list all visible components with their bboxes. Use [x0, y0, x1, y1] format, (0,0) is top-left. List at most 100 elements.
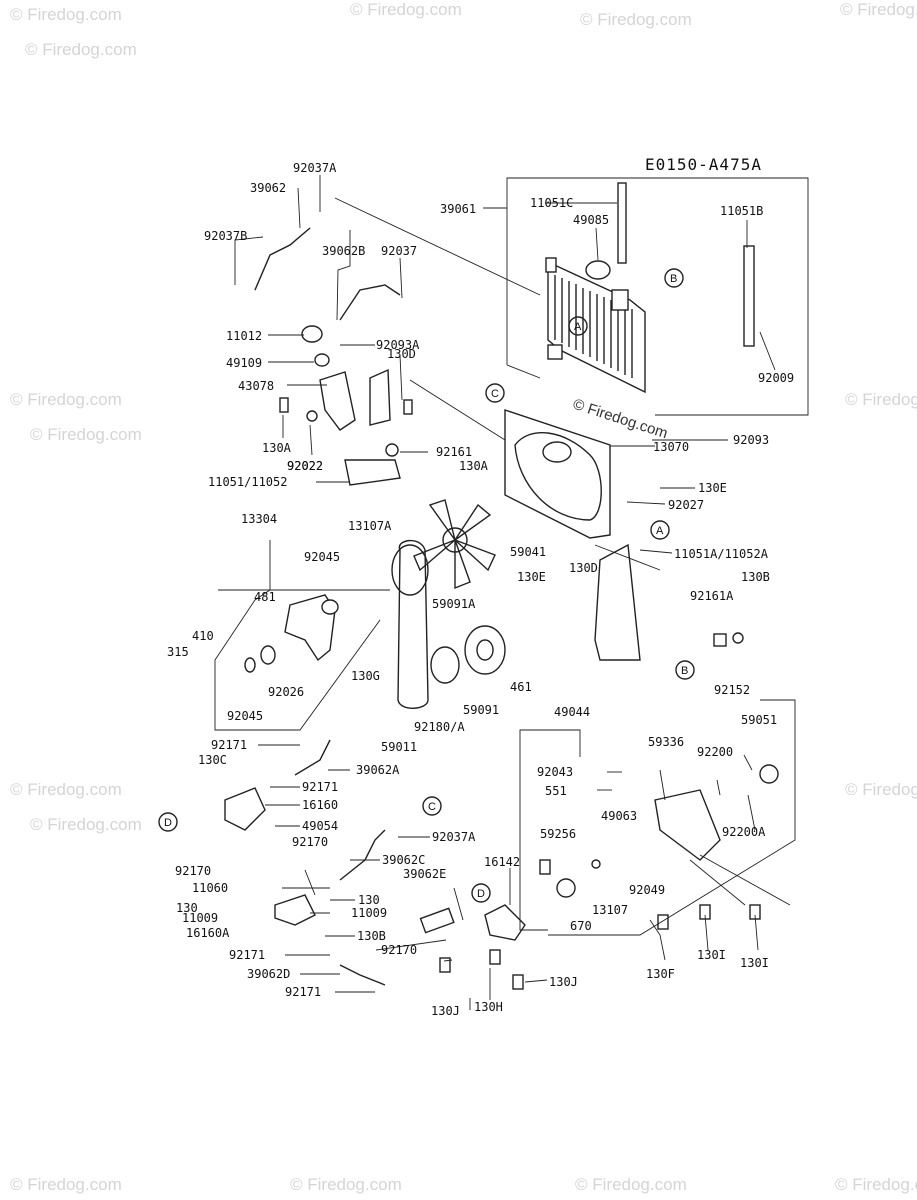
watermark: © Firedog.com	[10, 390, 122, 409]
part-label: 39062	[250, 181, 286, 195]
part-label: 39062E	[403, 867, 446, 881]
part-label: 461	[510, 680, 532, 694]
part-label: 92161A	[690, 589, 734, 603]
part-label: 39062B	[322, 244, 365, 258]
part-label: 92093	[733, 433, 769, 447]
part-label: 39062C	[382, 853, 425, 867]
ref-letter-c: C	[491, 388, 499, 400]
part-label: 92152	[714, 683, 750, 697]
part-label: 11060	[192, 881, 228, 895]
part-label: 130J	[431, 1004, 460, 1018]
part-label: 16160A	[186, 926, 230, 940]
part-label: 59336	[648, 735, 684, 749]
part-label: 92171	[285, 985, 321, 999]
ref-letter-b: B	[681, 665, 688, 677]
part-label: 92037A	[293, 161, 337, 175]
radiator-group-frame	[483, 177, 809, 416]
part-label: 315	[167, 645, 189, 659]
part-label: 551	[545, 784, 567, 798]
part-label: 92037B	[204, 229, 247, 243]
ref-letter-d: D	[477, 888, 485, 900]
part-label: 92037A	[432, 830, 476, 844]
watermark: © Firedog.com	[10, 780, 122, 799]
part-label: 92049	[629, 883, 665, 897]
part-label: 92026	[268, 685, 304, 699]
part-label: 92093A	[376, 338, 420, 352]
watermark: © Firedog.com	[840, 0, 917, 19]
part-label: 92171	[211, 738, 247, 752]
part-label: 13304	[241, 512, 277, 526]
part-label: 16160	[302, 798, 338, 812]
watermarks: © Firedog.com © Firedog.com © Firedog.co…	[10, 0, 917, 1194]
watermark: © Firedog.com	[580, 10, 692, 29]
part-label: 11009	[182, 911, 218, 925]
part-label: 92161	[436, 445, 472, 459]
watermark: © Firedog.com	[290, 1175, 402, 1194]
hose-illustration	[254, 227, 455, 986]
part-label: 39062D	[247, 967, 290, 981]
part-label: 92170	[381, 943, 417, 957]
part-label: 92045	[304, 550, 340, 564]
fan-belt-illustration	[391, 539, 429, 709]
part-label: 130D	[569, 561, 598, 575]
part-label: 130C	[198, 753, 227, 767]
part-label: 39061	[440, 202, 476, 216]
part-label: 130G	[351, 669, 380, 683]
part-label: 11051/11052	[208, 475, 287, 489]
part-label: 11051C	[530, 196, 573, 210]
part-label: 11051A/11052A	[674, 547, 769, 561]
pulley-illustration	[430, 625, 506, 684]
small-parts-illustration	[244, 182, 761, 990]
watermark: © Firedog.com	[10, 5, 122, 24]
part-label: 92170	[175, 864, 211, 878]
part-label: 39062A	[356, 763, 400, 777]
part-label: 49054	[302, 819, 338, 833]
watermark-center: © Firedog.com	[571, 396, 670, 443]
part-label: 92171	[229, 948, 265, 962]
part-label: 13107A	[348, 519, 392, 533]
watermark: © Firedog.com	[845, 390, 917, 409]
part-label: 92045	[227, 709, 263, 723]
part-label: 49063	[601, 809, 637, 823]
part-label: 59091	[463, 703, 499, 717]
part-label: 670	[570, 919, 592, 933]
part-label: 130	[358, 893, 380, 907]
part-label: 11012	[226, 329, 262, 343]
part-label: 92200	[697, 745, 733, 759]
part-label: 11051B	[720, 204, 763, 218]
part-label: 130B	[357, 929, 386, 943]
watermark: © Firedog.com	[10, 1175, 122, 1194]
ref-letter-a: A	[656, 525, 664, 537]
diagram-code: E0150-A475A	[645, 155, 762, 174]
part-label: 92022	[287, 459, 323, 473]
watermark: © Firedog.com	[845, 780, 917, 799]
ref-letter-b: B	[670, 273, 677, 285]
watermark: © Firedog.com	[575, 1175, 687, 1194]
watermark: © Firedog.com	[30, 815, 142, 834]
radiator-illustration	[545, 257, 646, 394]
part-label: 13070	[653, 440, 689, 454]
part-label: 59041	[510, 545, 546, 559]
part-label: 92009	[758, 371, 794, 385]
part-label: 92043	[537, 765, 573, 779]
part-label: 481	[254, 590, 276, 604]
ref-letter-c: C	[428, 801, 436, 813]
part-label: 59051	[741, 713, 777, 727]
part-label: 43078	[238, 379, 274, 393]
part-label: 130A	[459, 459, 489, 473]
part-label: 92022	[287, 459, 323, 473]
part-label: 130H	[474, 1000, 503, 1014]
part-label: 130J	[549, 975, 578, 989]
part-label: 59256	[540, 827, 576, 841]
part-label: 130B	[741, 570, 770, 584]
part-label: 130E	[517, 570, 546, 584]
part-label: 92200A	[722, 825, 766, 839]
part-label: 59011	[381, 740, 417, 754]
part-label: 130E	[698, 481, 727, 495]
watermark: © Firedog.com	[25, 40, 137, 59]
leader-lines	[214, 175, 796, 1010]
part-label: 130I	[697, 948, 726, 962]
water-pump-illustration	[224, 594, 779, 941]
part-label: 49085	[573, 213, 609, 227]
